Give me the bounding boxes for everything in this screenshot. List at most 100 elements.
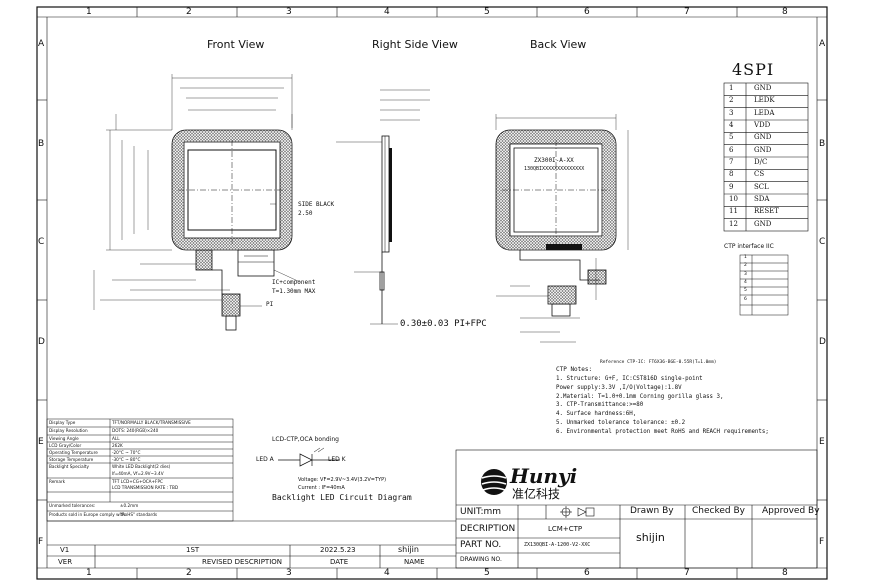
ic-component-note: IC+component [272, 279, 316, 286]
pin-name: GND [754, 84, 772, 92]
circuit-voltage: Voltage: VF=2.9V~3.4V(3.2V=TYP) [298, 477, 387, 483]
pin-number: 7 [729, 157, 734, 166]
spec-key: Operating Temperature [49, 449, 98, 455]
spec-key: Remark [49, 479, 66, 484]
zone-row: B [819, 139, 826, 149]
ic-height-note: T=1.30mm MAX [272, 288, 316, 295]
zone-col: 3 [286, 568, 292, 578]
zone-row: D [819, 337, 826, 347]
brand-chinese: 准亿科技 [512, 487, 561, 501]
side-black-label: SIDE BLACK [298, 201, 335, 208]
zone-col: 4 [384, 568, 390, 578]
ctp-note-line: 3. CTP-Transmittance:>=80 [556, 402, 644, 409]
zone-row: C [819, 237, 826, 247]
zone-row: F [819, 537, 825, 547]
zone-row: D [38, 337, 45, 347]
zone-col: 5 [484, 568, 490, 578]
ctp-note-line: 2.Material: T=1.0+0.1mm Corning gorilla … [556, 393, 724, 400]
zone-col: 7 [684, 568, 690, 578]
part-no-label: PART NO. [460, 540, 502, 550]
spec-key: Storage Temperature [49, 456, 94, 462]
revision-date: 2022.5.23 [320, 546, 356, 554]
pin-number: 10 [729, 194, 738, 203]
back-view-title: Back View [530, 38, 587, 51]
led-a-label: LED A [256, 456, 274, 463]
back-part-label: ZX300I-A-XX [534, 157, 574, 164]
zone-col: 4 [384, 7, 390, 17]
ctp-row-number: 5 [744, 288, 747, 294]
ctp-note-line: 1. Structure: G+F, IC:CST816D single-poi… [556, 376, 703, 382]
pin-name: SCL [754, 182, 769, 191]
spec-value: -20°C ~ 70°C [112, 449, 141, 455]
circuit-current: Current : IF=40mA [298, 485, 345, 491]
pi-note: PI [266, 301, 274, 308]
ctp-note-line: 4. Surface hardness:6H, [556, 411, 637, 418]
spec-key: Backlight Specialty [49, 464, 89, 469]
side-view-drawing [336, 89, 430, 325]
side-black-value: 2.50 [298, 210, 313, 217]
zone-row: A [38, 39, 45, 49]
revision-version: V1 [60, 546, 70, 554]
pin-name: LEDA [754, 108, 775, 117]
spec-value: If=40mA, Vf=2.9V~3.4V [112, 471, 164, 476]
ctp-note-line: 6. Environmental protection meet RoHS an… [556, 428, 769, 435]
led-k-label: LED K [328, 456, 346, 463]
spec-key: Display Type [49, 420, 76, 425]
pin-number: 8 [729, 170, 734, 179]
title-block-lines [47, 449, 818, 569]
zone-row: A [819, 39, 826, 49]
ctp-row-number: 1 [744, 255, 747, 260]
spec-key: LCD Gray/Color [49, 442, 82, 448]
zone-col: 5 [484, 7, 490, 17]
zone-col: 1 [86, 568, 92, 578]
description-value: LCM+CTP [548, 525, 583, 533]
interface-label: 4SPI [732, 60, 775, 79]
part-no-value: ZX130QBI-A-1200-V2-XXC [524, 542, 591, 548]
pin-number: 1 [729, 84, 734, 92]
spec-value: White LED Backlight(2 dies) [112, 464, 171, 469]
spec-key: Display Resolution [49, 428, 88, 433]
front-view-drawing [93, 74, 301, 331]
ctp-ref-note: Reference CTP-IC: FT6X36-BGE-0.55R(T=1.0… [600, 360, 717, 365]
spec-value: DOTS: 240(RGB)×240 [112, 428, 159, 433]
pin-name: GND [754, 219, 772, 228]
checked-by-header: Checked By [692, 506, 745, 516]
pin-number: 4 [729, 120, 734, 129]
description-label: DECRIPTION [460, 524, 516, 534]
ctp-table-lines [739, 254, 789, 316]
spec-value: TFT/NORMALLY BLACK/TRANSMISSIVE [112, 420, 191, 425]
pin-name: RESET [754, 207, 779, 216]
spec-value: -30°C ~ 80°C [112, 456, 141, 462]
brand-name: Hunyi [510, 464, 578, 488]
ctp-row-number: 4 [744, 279, 747, 285]
spec-value: TFT LCD+CG+OCA+FPC [112, 479, 163, 484]
pin-name: D/C [754, 157, 768, 166]
pin-table-lines [723, 82, 809, 232]
zone-col: 2 [186, 568, 192, 578]
pin-name: CS [754, 170, 765, 179]
side-fpc-note: 0.30±0.03 PI+FPC [400, 319, 487, 329]
spec-key: Products sold in Europe comply with [49, 512, 125, 517]
pin-number: 6 [729, 145, 734, 154]
revision-header-ver: VER [58, 558, 73, 566]
back-part-label-2: 130QBIXXXXXXXXXXXXXX [524, 166, 585, 172]
ctp-row-number: 2 [744, 263, 747, 269]
revision-header-name: NAME [404, 558, 425, 566]
pin-name: GND [754, 133, 772, 142]
unit-label: UNIT:mm [460, 507, 502, 517]
pin-number: 5 [729, 133, 734, 142]
pin-number: 12 [729, 219, 738, 228]
spec-value: LCD TRANSMISSION RATE : TBD [112, 485, 179, 490]
spec-key: Viewing Angle [49, 435, 79, 441]
zone-col: 8 [782, 568, 788, 578]
zone-col: 1 [86, 7, 92, 17]
spec-key: Unmarked tolerances: [49, 503, 96, 508]
zone-row: E [819, 437, 825, 447]
revision-header-desc: REVISED DESCRIPTION [202, 558, 283, 566]
circuit-lines [278, 447, 340, 467]
zone-col: 2 [186, 7, 192, 17]
spec-value: "RoHS" standards [120, 512, 158, 517]
drawer-name: shijin [636, 531, 665, 544]
